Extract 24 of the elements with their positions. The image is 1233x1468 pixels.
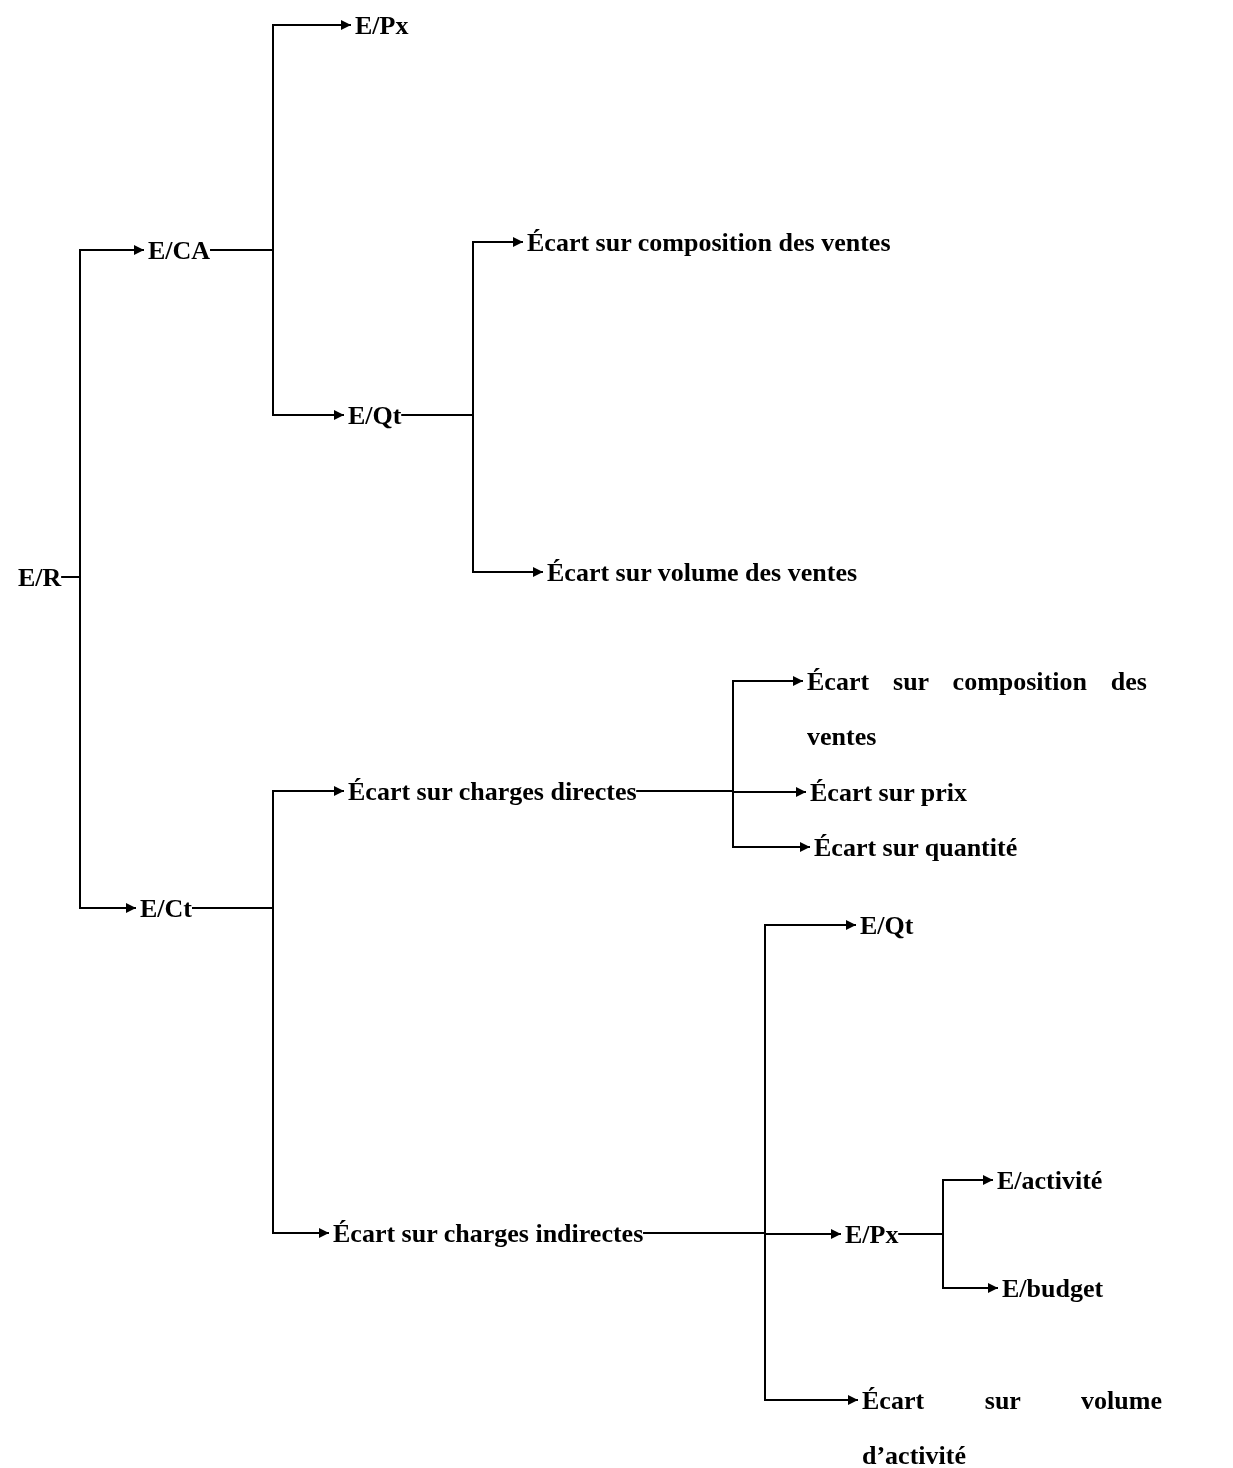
connector-arrow xyxy=(60,576,137,913)
connector-arrow xyxy=(209,249,345,420)
branch-label: E/Qt xyxy=(348,388,402,443)
branch-label: E/budget xyxy=(1002,1261,1104,1316)
branch-label: Écart sur composition des ventes xyxy=(807,654,1147,764)
branch-label: Écart sur charges directes xyxy=(348,764,637,819)
connector-arrow xyxy=(191,907,330,1238)
branch-label: E/Qt xyxy=(860,898,914,953)
branch-label: Écart sur volume des ventes xyxy=(547,545,858,600)
branch-label: E/Ct xyxy=(140,881,192,936)
branch-label: E/Px xyxy=(845,1207,899,1262)
branch-label: Écart sur volume d’activité xyxy=(862,1373,1162,1468)
branch-label: Écart sur charges indirectes xyxy=(333,1206,644,1261)
branch-label: E/Px xyxy=(355,0,409,53)
connector-arrow xyxy=(635,790,811,852)
branch-label: Écart sur quantité xyxy=(814,820,1018,875)
connector-arrow xyxy=(400,414,544,577)
branch-label: E/activité xyxy=(997,1153,1103,1208)
branch-label: Écart sur prix xyxy=(810,765,967,820)
branch-label: E/CA xyxy=(148,223,211,278)
connector-arrow xyxy=(642,1232,859,1405)
branch-label: Écart sur composition des ventes xyxy=(527,215,891,270)
connector-arrow xyxy=(897,1233,999,1293)
branch-label: E/R xyxy=(18,550,62,605)
